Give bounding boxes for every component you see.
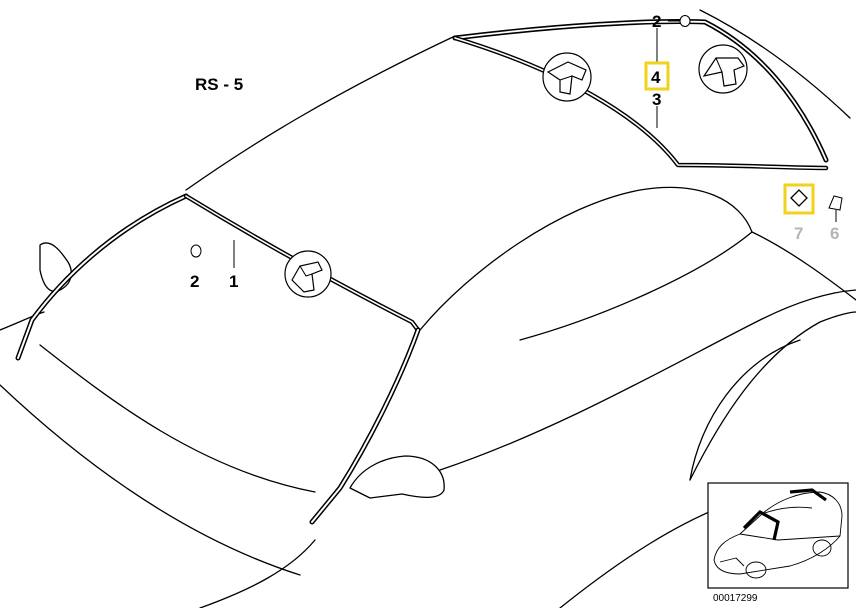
hood-crease xyxy=(0,384,301,576)
part-7-icon xyxy=(790,189,808,207)
car-overview-thumbnail: 00017299 xyxy=(707,482,849,604)
model-label: RS - 5 xyxy=(195,75,243,94)
fender-bump xyxy=(39,242,72,293)
callout-4[interactable]: 4 xyxy=(651,68,661,87)
rubber-grommet-icon xyxy=(190,244,202,258)
c-pillar-line xyxy=(751,231,856,301)
trim-end-cap-icon xyxy=(828,195,843,211)
callout-highlight-7 xyxy=(783,183,815,215)
callout-7[interactable]: 7 xyxy=(794,224,803,243)
side-window-line xyxy=(419,186,753,341)
door-belt-line xyxy=(439,289,856,471)
rear-window-moulding[interactable] xyxy=(452,19,829,171)
windshield-moulding[interactable] xyxy=(15,193,421,525)
callout-2-windshield[interactable]: 2 xyxy=(190,272,199,291)
front-fender-line xyxy=(199,539,316,608)
callout-3[interactable]: 3 xyxy=(652,90,661,109)
reference-number: 00017299 xyxy=(713,593,758,604)
rear-wheel-arch xyxy=(689,339,801,481)
windshield-lower-edge xyxy=(39,344,316,493)
rubber-grommet-icon xyxy=(679,15,691,27)
roof-rear-edge xyxy=(699,9,851,119)
rear-quarter-line xyxy=(689,311,856,481)
leader-lines xyxy=(233,20,837,268)
callout-6[interactable]: 6 xyxy=(830,224,839,243)
side-mirror xyxy=(349,455,445,499)
callout-1[interactable]: 1 xyxy=(229,272,238,291)
clip-icon xyxy=(698,44,748,94)
callout-2-roof[interactable]: 2 xyxy=(652,12,661,31)
clip-icon xyxy=(542,52,592,102)
callout-highlight-4 xyxy=(644,61,670,91)
roof-leading-edge xyxy=(185,35,456,191)
hood-left-edge xyxy=(0,311,45,331)
clip-icon xyxy=(284,250,332,298)
